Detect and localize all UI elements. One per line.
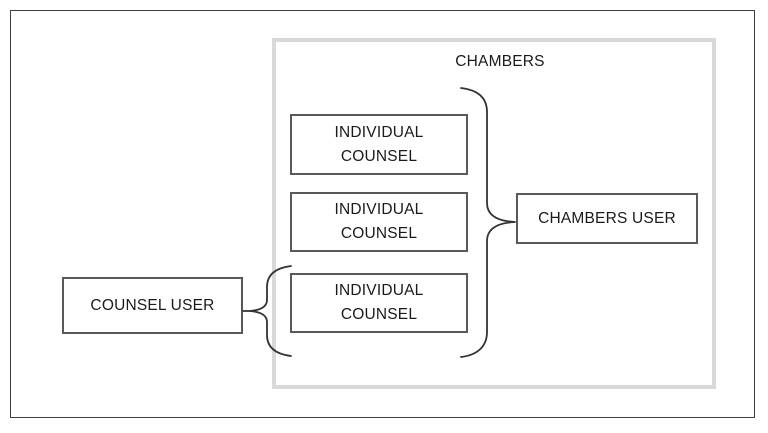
individual-counsel-label-3-line1: INDIVIDUAL <box>334 282 424 299</box>
individual-counsel-label-2-line2: COUNSEL <box>340 225 418 242</box>
individual-counsel-box-3[interactable]: INDIVIDUAL COUNSEL <box>290 273 468 333</box>
individual-counsel-label-3-line2: COUNSEL <box>340 306 418 323</box>
individual-counsel-label-1-line1: INDIVIDUAL <box>334 123 424 141</box>
individual-counsel-label-1-line2: COUNSEL <box>340 147 418 165</box>
chambers-group-box <box>272 38 716 389</box>
individual-counsel-label-2-line1: INDIVIDUAL <box>334 201 424 218</box>
chambers-user-box[interactable]: CHAMBERS USER <box>516 193 698 244</box>
chambers-group-label: CHAMBERS <box>455 53 545 70</box>
individual-counsel-box-2[interactable]: INDIVIDUAL COUNSEL <box>290 192 468 252</box>
counsel-user-label: COUNSEL USER <box>90 296 215 314</box>
individual-counsel-box-1[interactable]: INDIVIDUAL COUNSEL <box>290 114 468 175</box>
counsel-user-box[interactable]: COUNSEL USER <box>62 277 243 334</box>
chambers-user-label: CHAMBERS USER <box>538 209 676 227</box>
